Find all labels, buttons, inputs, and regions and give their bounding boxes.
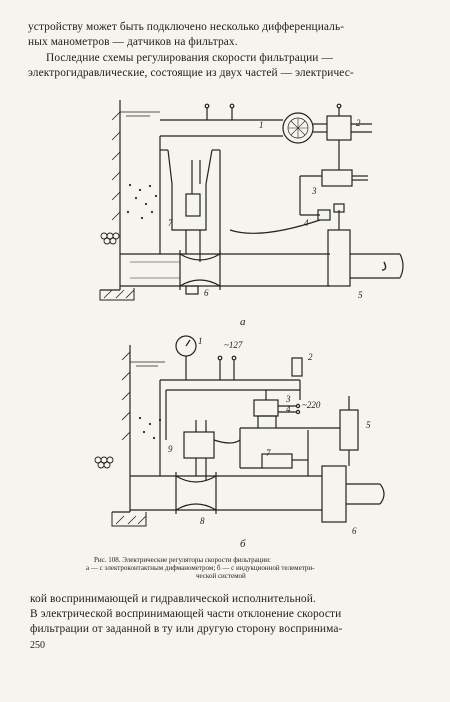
figure-a-label: а [240, 316, 246, 328]
callout-b-8: 8 [200, 516, 205, 526]
figure-caption-line: Рис. 108. Электрические регуляторы скоро… [94, 556, 271, 564]
callout-a-4: 4 [304, 218, 309, 228]
callout-b-1: 1 [198, 336, 203, 346]
callout-b-7: 7 [266, 448, 271, 458]
figure-caption-line: ческой системой [196, 572, 246, 580]
callout-b-2: 2 [308, 352, 313, 362]
text-line: Последние схемы регулирования скорости ф… [46, 52, 333, 64]
callout-a-5: 5 [358, 290, 363, 300]
callout-b-6: 6 [352, 526, 357, 536]
voltage-127-label: ~127 [224, 340, 243, 350]
text-line: кой воспринимающей и гидравлической испо… [30, 593, 316, 605]
callout-b-5: 5 [366, 420, 371, 430]
figure-b-label: б [240, 538, 246, 550]
callout-a-3: 3 [312, 186, 317, 196]
callout-b-4: 4 [286, 404, 291, 414]
figure-caption-line: а — с электроконтактным дифманометром; б… [86, 564, 315, 572]
text-line: В электрической воспринимающей части отк… [30, 608, 342, 620]
text-line: устройству может быть подключено несколь… [28, 21, 345, 33]
page-number: 250 [30, 640, 45, 651]
callout-a-7: 7 [168, 218, 173, 228]
text-line: ных манометров — датчиков на фильтрах. [28, 36, 238, 48]
callout-b-3: 3 [286, 394, 291, 404]
callout-b-9: 9 [168, 444, 173, 454]
voltage-220-label: ~220 [302, 400, 321, 410]
text-line: фильтрации от заданной в ту или другую с… [30, 623, 343, 635]
callout-a-6: 6 [204, 288, 209, 298]
callout-a-1: 1 [259, 120, 264, 130]
text-line: электрогидравлические, состоящие из двух… [28, 67, 354, 79]
callout-a-2: 2 [356, 118, 361, 128]
